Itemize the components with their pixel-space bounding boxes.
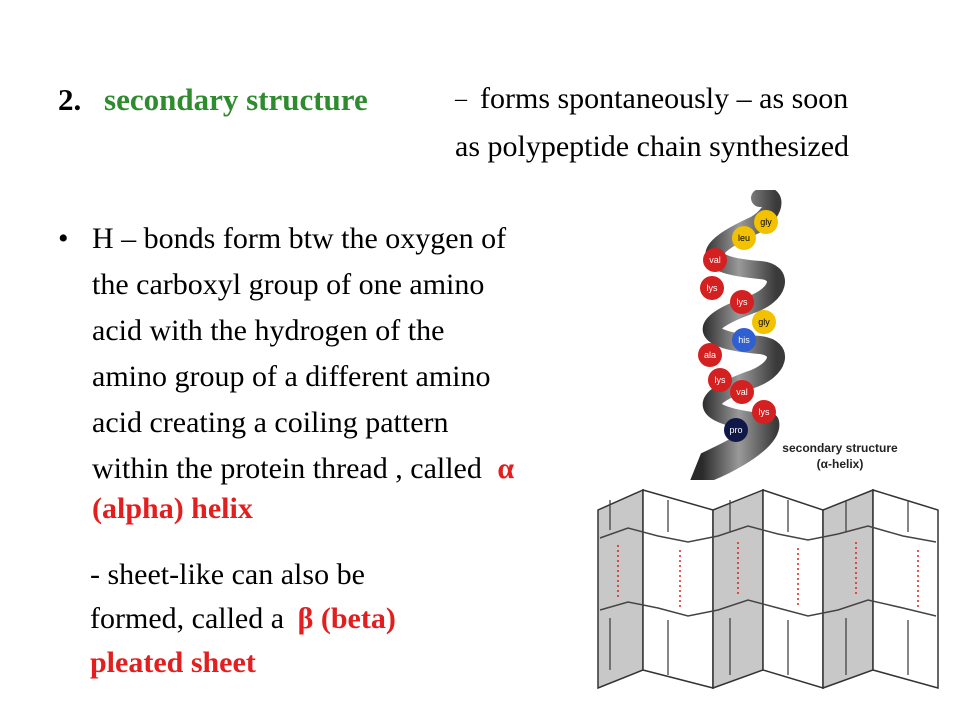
bullet-line: the carboxyl group of one amino: [92, 268, 485, 301]
residue-label: lys: [715, 375, 726, 385]
bullet-line: H – bonds form btw the oxygen of: [92, 222, 507, 255]
residue-label: gly: [760, 217, 772, 227]
beta-label: β (beta): [297, 602, 396, 635]
sheet-panel: [822, 488, 874, 690]
sheet-panel: [642, 489, 714, 689]
heading-description-line1: forms spontaneously – as soon: [480, 82, 849, 115]
alpha-symbol: α: [497, 452, 515, 485]
residue-label: lys: [707, 283, 718, 293]
sheet-line2-prefix: formed, called a: [90, 602, 285, 635]
heading-dash: –: [455, 86, 467, 112]
backbone-chain: [599, 599, 937, 617]
helix-caption-line1: secondary structure: [782, 441, 898, 455]
beta-sheet-illustration: [597, 488, 939, 690]
heading-number: 2.: [58, 82, 82, 117]
bullet-line: amino group of a different amino: [92, 360, 491, 393]
beta-sheet-figure: [588, 470, 948, 697]
residue-label: his: [738, 335, 750, 345]
residue-label: pro: [729, 425, 742, 435]
residue-label: val: [709, 255, 721, 265]
heading-description-line2: as polypeptide chain synthesized: [455, 130, 850, 163]
sheet-panel: [762, 488, 824, 690]
alpha-helix-label: (alpha) helix: [92, 492, 253, 525]
bullet-line: acid creating a coiling pattern: [92, 406, 449, 439]
pleated-sheet-label: pleated sheet: [90, 646, 256, 679]
residue-label: ala: [704, 350, 716, 360]
alpha-helix-figure: gly leu val lys lys gly his ala lys val …: [660, 187, 940, 491]
residue-label: val: [736, 387, 748, 397]
bullet-line-text: within the protein thread , called: [92, 452, 482, 485]
residue-label: lys: [759, 407, 770, 417]
heading-term: secondary structure: [104, 82, 368, 117]
alpha-helix-illustration: gly leu val lys lys gly his ala lys val …: [686, 187, 898, 491]
bullet-line: within the protein thread , called α: [92, 452, 514, 486]
backbone-chain: [599, 525, 937, 543]
helix-caption-line2: (α-helix): [817, 457, 864, 471]
sheet-line1: - sheet-like can also be: [90, 558, 365, 591]
bullet-line: acid with the hydrogen of the: [92, 314, 445, 347]
residue-label: lys: [737, 297, 748, 307]
sheet-panel: [872, 488, 939, 689]
bullet-icon: •: [58, 222, 69, 255]
residue-label: gly: [758, 317, 770, 327]
sheet-line2: formed, called a β (beta): [90, 602, 396, 636]
residue-label: leu: [738, 233, 750, 243]
sheet-panel: [597, 488, 644, 690]
